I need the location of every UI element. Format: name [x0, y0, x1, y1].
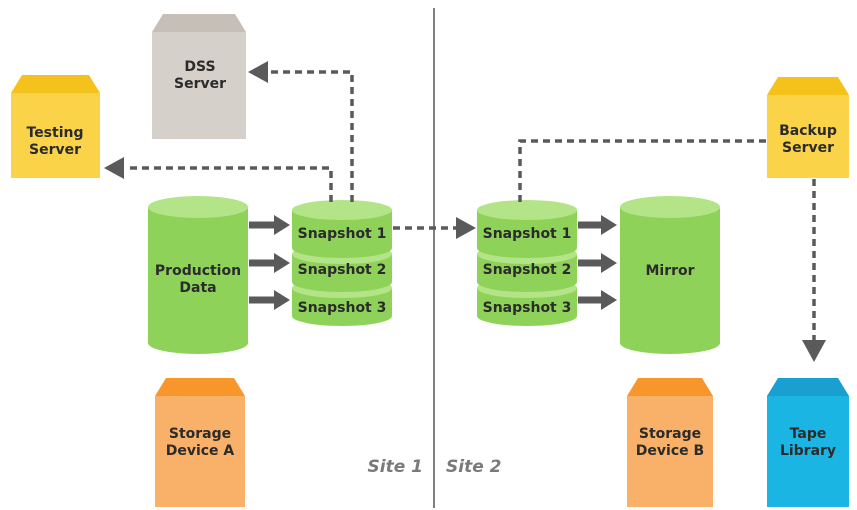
- site-2-label: Site 2: [446, 457, 501, 477]
- tape-library: Tape Library: [767, 378, 849, 507]
- backup-server-label-line2: Server: [782, 140, 834, 156]
- storage-device-a-label-line2: Device A: [166, 443, 235, 459]
- arrow-head-dss: [248, 61, 268, 83]
- dashed-connectors: [126, 70, 816, 342]
- arrow-head-tape: [802, 340, 826, 362]
- production-to-snapshot-arrows: [249, 215, 290, 310]
- dashed-arrow-to-dss: [268, 70, 354, 202]
- site1-snapshot-2-label: Snapshot 2: [298, 262, 387, 278]
- dss-server: DSS Server: [152, 14, 246, 139]
- production-data-label-line2: Data: [179, 280, 216, 296]
- arrow-head: [274, 253, 290, 273]
- site1-snapshot-1-label: Snapshot 1: [298, 226, 387, 242]
- arrow-head: [274, 290, 290, 310]
- snapshot-to-mirror-arrows: [578, 215, 617, 310]
- snapshot-stack-site2: Snapshot 1 Snapshot 2 Snapshot 3: [477, 200, 577, 326]
- arrow-head: [601, 253, 617, 273]
- storage-device-b-label-line2: Device B: [636, 443, 704, 459]
- dss-server-label-line1: DSS: [184, 59, 215, 75]
- storage-device-a: Storage Device A: [155, 378, 245, 507]
- dashed-line-to-backup: [518, 139, 767, 202]
- arrow-head: [274, 215, 290, 235]
- site2-snapshot-1-label: Snapshot 1: [483, 226, 572, 242]
- mirror-cylinder: Mirror: [620, 196, 720, 354]
- mirror-label: Mirror: [645, 263, 694, 279]
- production-data-label-line1: Production: [155, 263, 241, 279]
- site-1-label: Site 1: [368, 457, 423, 477]
- dashed-arrow-to-testing: [126, 166, 333, 202]
- production-data-cylinder: Production Data: [148, 196, 248, 354]
- storage-device-b: Storage Device B: [627, 378, 713, 507]
- dashed-arrow-heads: [104, 61, 826, 362]
- testing-server: Testing Server: [11, 75, 100, 178]
- backup-server-label-line1: Backup: [779, 123, 837, 139]
- tape-library-label-line2: Library: [780, 443, 836, 459]
- arrow-head: [601, 290, 617, 310]
- arrow-head-replication: [456, 217, 476, 239]
- tape-library-label-line1: Tape: [790, 426, 827, 442]
- backup-server: Backup Server: [767, 77, 849, 178]
- testing-server-label-line1: Testing: [27, 125, 84, 141]
- testing-server-label-line2: Server: [29, 142, 81, 158]
- storage-device-a-label-line1: Storage: [169, 426, 231, 442]
- snapshot-stack-site1: Snapshot 1 Snapshot 2 Snapshot 3: [292, 200, 392, 326]
- site1-snapshot-3-label: Snapshot 3: [298, 300, 387, 316]
- storage-device-b-label-line1: Storage: [639, 426, 701, 442]
- arrow-head: [601, 215, 617, 235]
- arrow-head-testing: [104, 157, 124, 179]
- dss-server-label-line2: Server: [174, 76, 226, 92]
- site2-snapshot-2-label: Snapshot 2: [483, 262, 572, 278]
- site2-snapshot-3-label: Snapshot 3: [483, 300, 572, 316]
